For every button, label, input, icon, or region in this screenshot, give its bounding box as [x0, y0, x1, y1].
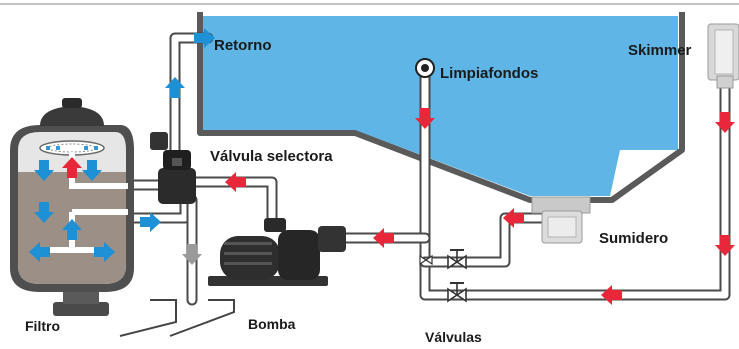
label-valvula-selectora: Válvula selectora: [210, 148, 333, 165]
pool: [197, 12, 685, 203]
label-retorno: Retorno: [214, 37, 272, 54]
filter-spray: [46, 146, 98, 150]
selector-valve: [150, 132, 196, 204]
label-sumidero: Sumidero: [599, 230, 669, 247]
arrow-retorno-up: [165, 77, 185, 98]
filter: [10, 98, 134, 316]
arrow-drain-down: [182, 244, 202, 265]
valve-upper: [447, 249, 467, 270]
label-skimmer: Skimmer: [628, 42, 692, 59]
flow-arrows-gray: [182, 244, 202, 265]
label-filtro: Filtro: [25, 318, 60, 334]
valve-junction-left: [419, 254, 433, 266]
pool-water: [203, 16, 678, 196]
drain-ground: [119, 299, 235, 337]
arrow-pump-to-valve-left: [225, 172, 246, 192]
limpiafondos-inlet: [415, 58, 435, 78]
valve-lower: [447, 282, 467, 303]
label-limpiafondos: Limpiafondos: [440, 65, 539, 82]
skimmer: [707, 23, 739, 89]
arrow-pump-inlet-left: [373, 228, 394, 248]
pump: [208, 218, 346, 286]
sumidero-drain: [531, 196, 591, 244]
arrow-bottom-left: [601, 285, 622, 305]
label-valvulas: Válvulas: [425, 329, 482, 345]
pool-wall: [197, 12, 685, 203]
arrow-skimmer-down-2: [715, 235, 735, 256]
pipe-sumidero: [419, 212, 551, 268]
label-bomba: Bomba: [248, 316, 296, 332]
arrow-skimmer-down-1: [715, 112, 735, 133]
